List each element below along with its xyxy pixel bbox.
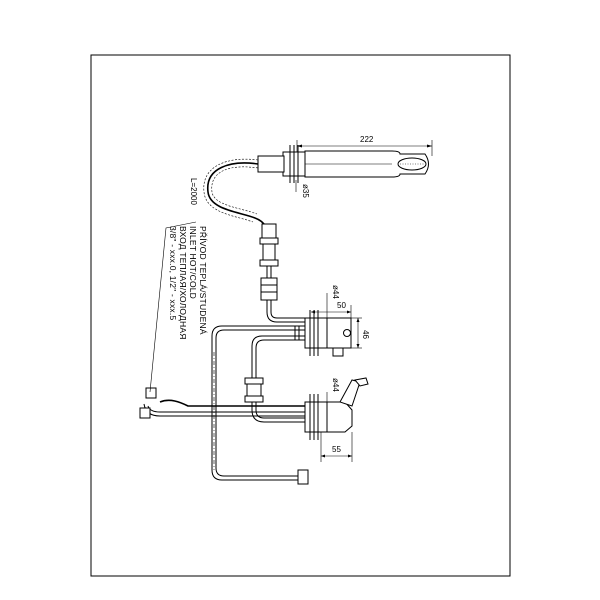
dim-upper-diameter: ø44 [331, 285, 340, 299]
dim-upper-width: 50 [337, 301, 346, 310]
dim-hose-diameter: ø35 [301, 184, 310, 198]
dim-upper-height: 46 [361, 330, 370, 339]
dim-hand-shower-length: 222 [360, 135, 374, 144]
dim-hose-length: L=2000 [189, 178, 198, 205]
dimension-diameter-35: ø35 [295, 180, 310, 198]
callout-leader [149, 221, 197, 393]
dim-lower-width: 55 [332, 445, 341, 454]
note-line-english: INLET HOT/COLD [188, 226, 198, 299]
drawing-frame [90, 54, 511, 577]
upper-valve: ø44 50 46 [304, 285, 370, 357]
note-line-russian: ВХОД ТЕПЛАЯ/ХОЛОДНАЯ [178, 226, 188, 340]
connection-note: PŘÍVOD TEPLÁ/STUDENÁ INLET HOT/COLD ВХОД… [168, 226, 208, 340]
note-line-thread-sizes: 3/8" - xxx.0, 1/2" - xxx.5 [168, 226, 178, 320]
dim-lower-diameter: ø44 [331, 378, 340, 392]
lower-supply-pipes [139, 352, 309, 485]
lower-valve: ø44 55 [304, 377, 369, 462]
upper-inlet-pipes [211, 325, 305, 423]
dimension-222: 222 [296, 135, 433, 156]
hand-shower [257, 145, 429, 183]
shower-hose: L=2000 [189, 158, 305, 323]
note-line-czech: PŘÍVOD TEPLÁ/STUDENÁ [198, 226, 208, 335]
